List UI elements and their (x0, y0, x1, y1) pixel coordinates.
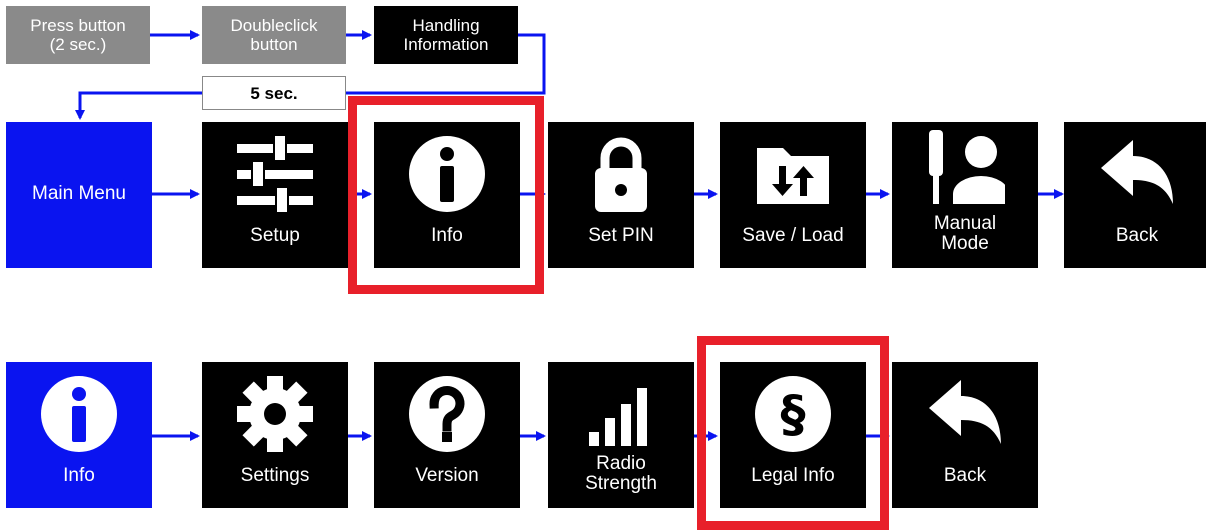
setup-tile[interactable]: Setup (202, 122, 348, 268)
radio-strength-label: Radio Strength (585, 453, 657, 494)
save-load-label: Save / Load (742, 225, 844, 246)
manual-person-icon (929, 130, 1005, 204)
back-label-info: Back (943, 465, 987, 486)
legal-info-tile[interactable]: § Legal Info (720, 362, 866, 508)
folder-transfer-icon (757, 148, 829, 204)
info-tile[interactable]: Info (374, 122, 520, 268)
version-tile[interactable]: Version (374, 362, 520, 508)
gear-icon (237, 376, 313, 452)
settings-label: Settings (240, 465, 310, 486)
paragraph-icon: § (755, 376, 831, 452)
main-menu-label: Main Menu (32, 183, 126, 204)
signal-bars-icon (589, 388, 647, 446)
info-menu-label: Info (63, 465, 95, 486)
back-arrow-icon (1101, 140, 1173, 204)
arrow-handling-to-main-menu (75, 33, 546, 120)
manual-mode-label: Manual Mode (933, 213, 997, 254)
manual-mode-tile[interactable]: Manual Mode (892, 122, 1038, 268)
info-icon (409, 136, 485, 212)
save-load-tile[interactable]: Save / Load (720, 122, 866, 268)
back-tile[interactable]: Back (1064, 122, 1206, 268)
back-tile-info[interactable]: Back (892, 362, 1038, 508)
version-label: Version (415, 465, 479, 486)
sliders-icon (237, 136, 313, 212)
radio-strength-tile[interactable]: Radio Strength (548, 362, 694, 508)
setup-label: Setup (250, 225, 300, 246)
doubleclick-button-step: Doubleclick button (202, 6, 346, 64)
main-menu-tile[interactable]: Main Menu (6, 122, 152, 268)
handling-information-step: Handling Information (374, 6, 518, 64)
back-arrow-icon (929, 380, 1001, 444)
legal-info-label: Legal Info (751, 465, 835, 486)
question-icon (409, 376, 485, 452)
highlight-info (348, 96, 544, 294)
press-button-step: Press button (2 sec.) (6, 6, 150, 64)
timeout-label: 5 sec. (202, 76, 346, 110)
set-pin-tile[interactable]: Set PIN (548, 122, 694, 268)
info-label: Info (431, 225, 463, 246)
svg-text:§: § (781, 385, 806, 443)
set-pin-label: Set PIN (588, 225, 654, 246)
highlight-legal-info (697, 336, 889, 530)
back-label: Back (1115, 225, 1159, 246)
info-menu-tile[interactable]: Info (6, 362, 152, 508)
info-icon (41, 376, 117, 452)
settings-tile[interactable]: Settings (202, 362, 348, 508)
lock-icon (595, 137, 647, 212)
